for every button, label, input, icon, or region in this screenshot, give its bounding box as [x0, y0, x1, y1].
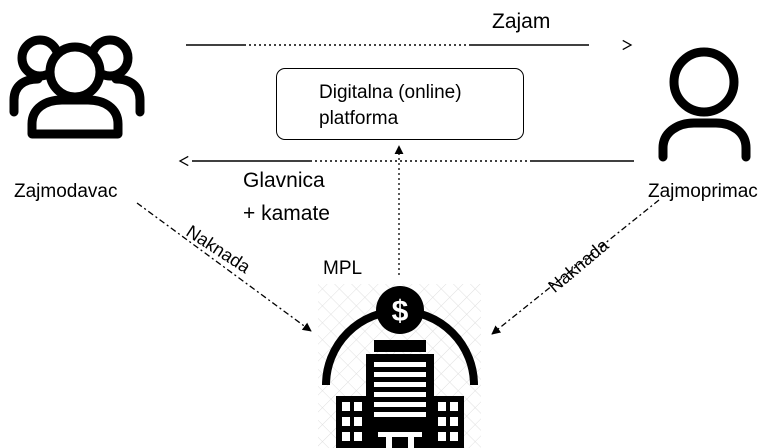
lender-group-icon: [9, 35, 145, 139]
fee-arrow-left: [136, 202, 312, 332]
dollar-coin-icon: [376, 286, 424, 334]
borrower-person-icon: [658, 47, 751, 162]
platform-label-line1: Digitalna (online): [319, 82, 462, 103]
mpl-bank-icon: $: [318, 284, 481, 448]
dollar-symbol: $: [392, 295, 409, 328]
platform-label-line2: platforma: [319, 108, 399, 129]
repayment-label-line1: Glavnica: [243, 169, 325, 192]
lender-label: Zajmodavac: [14, 181, 118, 202]
repayment-label-line2: + kamate: [243, 202, 330, 225]
fee-arrow-right: [491, 199, 660, 335]
loan-label: Zajam: [492, 10, 551, 33]
borrower-label: Zajmoprimac: [648, 181, 758, 202]
mpl-label: MPL: [323, 258, 363, 279]
platform-box: Digitalna (online) platforma: [276, 68, 524, 140]
